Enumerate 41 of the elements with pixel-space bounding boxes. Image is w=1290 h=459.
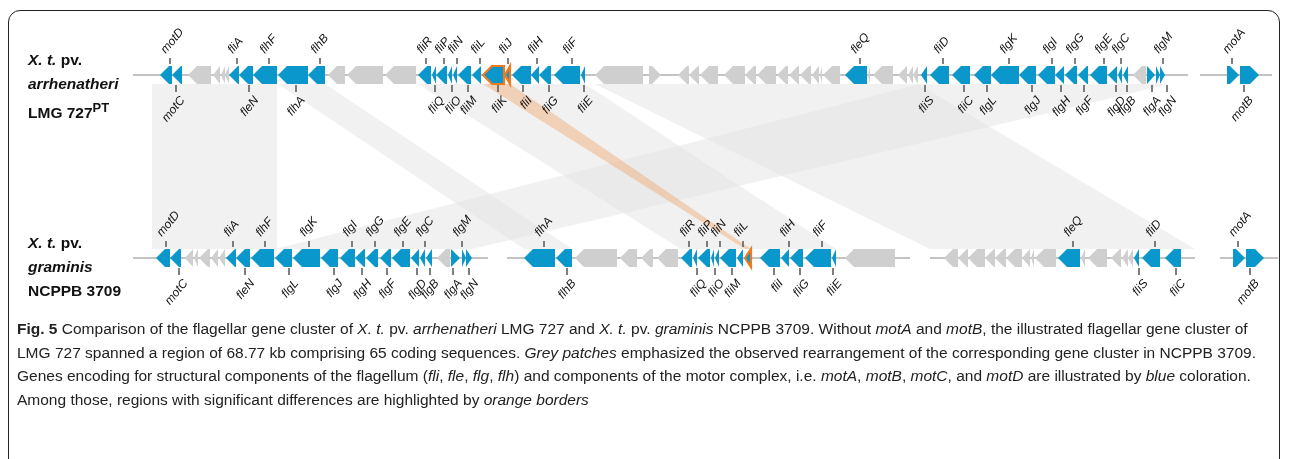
gene-label: fliJ	[496, 36, 516, 56]
gene-label: flhB	[555, 277, 579, 302]
gene-label: fliI	[768, 277, 786, 295]
gene-label: flgI	[1040, 35, 1061, 56]
gene-label: flhA	[284, 94, 308, 119]
gene-label: fliD	[1143, 217, 1165, 239]
genome-label: X. t. pv. arrhenatheri LMG 727$^{PT}$	[28, 50, 120, 124]
gene-label: fliS	[916, 94, 937, 116]
gene-label: fliR	[414, 34, 436, 56]
gene-label: flhA	[532, 214, 556, 239]
gene-label: fliI	[517, 94, 535, 112]
gene-label: fliD	[931, 34, 953, 56]
gene-label: fliA	[225, 34, 246, 56]
gene-label: fliC	[954, 94, 976, 116]
gene-label: flgJ	[1022, 94, 1044, 117]
gene-label: flgL	[976, 94, 999, 118]
gene-label: fliH	[525, 34, 547, 56]
gene-label: flgF	[1073, 94, 1096, 118]
gene-label: fliL	[731, 218, 751, 239]
genome-label: X. t. pv. graminis NCPPB 3709	[28, 233, 123, 301]
gene-label: fliL	[468, 35, 488, 56]
gene-label: fliS	[1130, 277, 1151, 299]
gene-label: fliF	[810, 218, 831, 239]
gene-label: fliR	[677, 217, 699, 239]
gene-label: fliM	[722, 277, 744, 300]
gene-label: flgJ	[324, 277, 346, 300]
figure-caption: Fig. 5 Comparison of the flagellar gene cluster of X. t. pv. arrhenatheri LMG 727 and X. t. pv. graminis NCPPB 3709. Without motA and motB, the illustrated flagellar gene cluster of LMG 727 spanned a region of 68.77 kb comprising 65 coding sequences. Grey patches emphasized the observed rearrangement of the corresponding gene cluster in NCPPB 3709. Genes encoding for structural components of the flagellum (fli, fle, flg, flh) and components of the motor complex, i.e. motA, motB, motC, and motD are illustrated by blue coloration. Among those, regions with significant differences are highlighted by orange borders	[17, 319, 1258, 410]
gene-label: fliH	[777, 217, 799, 239]
gene-label: fliK	[489, 94, 510, 116]
gene-label: fliQ	[687, 277, 709, 300]
gene-label: fliE	[575, 94, 596, 116]
gene-label: flgL	[278, 277, 301, 301]
gene-label: fliE	[824, 277, 845, 299]
gene-label: fliC	[1166, 277, 1188, 299]
gene-label: flgF	[376, 277, 399, 301]
gene-label: flgI	[340, 218, 361, 239]
gene-label: fliG	[790, 277, 812, 300]
gene-label: fliA	[221, 217, 242, 239]
gene-label: flhB	[308, 31, 332, 56]
gene-label: fliG	[539, 94, 561, 117]
gene-label: fliF	[560, 35, 581, 56]
